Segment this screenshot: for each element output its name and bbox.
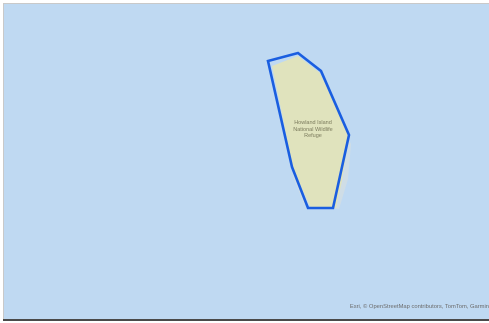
- map-view[interactable]: Howland Island National Wildlife Refuge …: [3, 3, 489, 320]
- island-landmass: [272, 56, 349, 208]
- island-label-line-2: National Wildlife: [293, 126, 333, 133]
- map-attribution[interactable]: Esri, © OpenStreetMap contributors, TomT…: [349, 304, 489, 310]
- map-canvas[interactable]: [4, 4, 489, 320]
- refuge-boundary[interactable]: [266, 51, 351, 210]
- bottom-divider: [3, 319, 489, 321]
- island-label-line-3: Refuge: [304, 133, 322, 139]
- island-label-line-1: Howland Island: [294, 120, 332, 126]
- island-label: Howland Island National Wildlife Refuge: [280, 120, 346, 140]
